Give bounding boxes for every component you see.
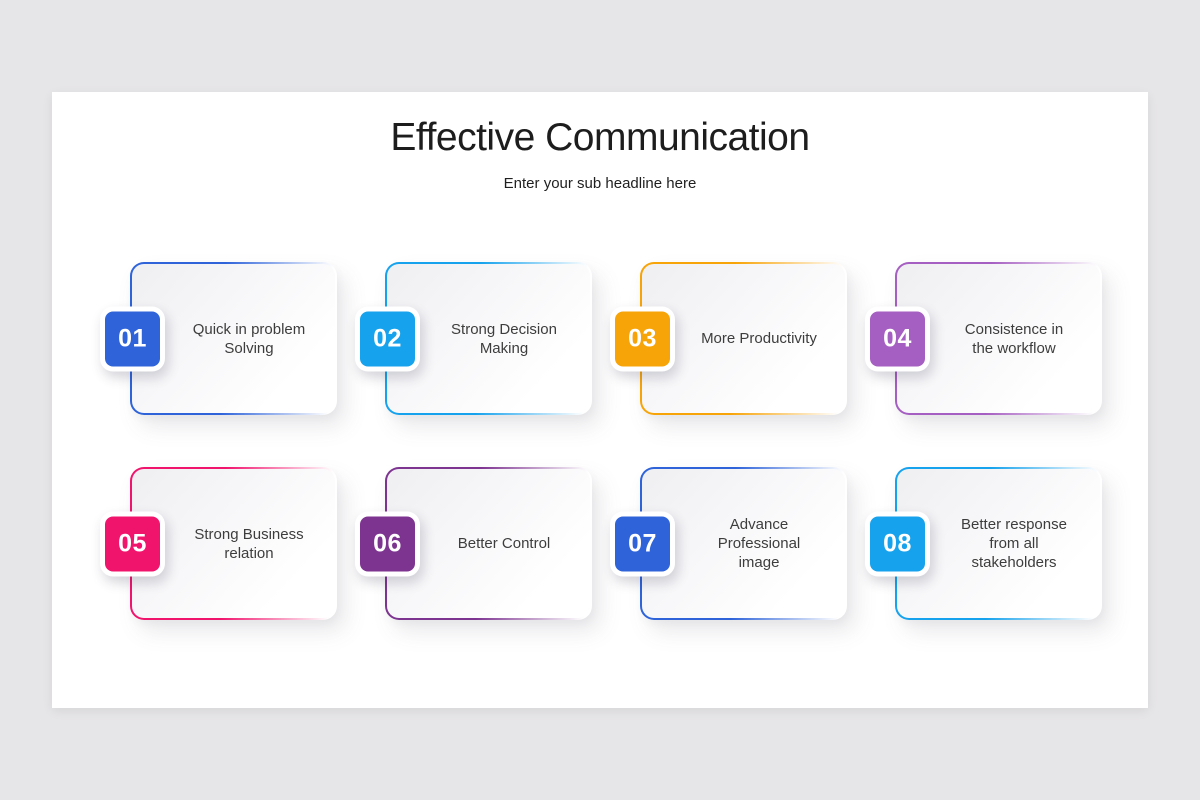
page-title: Effective Communication xyxy=(390,116,810,159)
card-label: Strong Business relation xyxy=(165,467,333,620)
card-label: Quick in problem Solving xyxy=(165,262,333,415)
slide-canvas: Effective Communication Enter your sub h… xyxy=(52,92,1148,708)
card-body xyxy=(897,264,1100,413)
card-label: Better Control xyxy=(420,467,588,620)
card-number-badge: 01 xyxy=(100,306,165,371)
card-number-badge: 08 xyxy=(865,511,930,576)
card-number: 07 xyxy=(615,516,670,571)
card-number: 05 xyxy=(105,516,160,571)
card-label: Consistence in the workflow xyxy=(930,262,1098,415)
card-frame xyxy=(130,262,337,415)
card-number: 04 xyxy=(870,311,925,366)
card-body xyxy=(132,264,335,413)
card-label: More Productivity xyxy=(675,262,843,415)
card-frame xyxy=(895,467,1102,620)
card-label-text: Better response from all stakeholders xyxy=(961,516,1067,571)
benefit-card-05: Strong Business relation 05 xyxy=(100,467,337,620)
card-number-badge: 07 xyxy=(610,511,675,576)
benefit-card-03: More Productivity 03 xyxy=(610,262,847,415)
card-number-badge: 02 xyxy=(355,306,420,371)
card-number-badge: 06 xyxy=(355,511,420,576)
card-body xyxy=(132,469,335,618)
card-body xyxy=(642,469,845,618)
card-label-text: Better Control xyxy=(457,535,551,552)
benefit-card-01: Quick in problem Solving 01 xyxy=(100,262,337,415)
card-label: Strong Decision Making xyxy=(420,262,588,415)
page-subtitle: Enter your sub headline here xyxy=(503,175,697,192)
card-body xyxy=(387,469,590,618)
benefit-card-07: Advance Professional image 07 xyxy=(610,467,847,620)
card-body xyxy=(387,264,590,413)
card-label: Better response from all stakeholders xyxy=(930,467,1098,620)
card-number: 03 xyxy=(615,311,670,366)
card-number: 06 xyxy=(360,516,415,571)
card-label: Advance Professional image xyxy=(675,467,843,620)
benefit-card-06: Better Control 06 xyxy=(355,467,592,620)
card-body xyxy=(642,264,845,413)
card-label-text: Strong Decision Making xyxy=(451,320,557,357)
card-number-badge: 03 xyxy=(610,306,675,371)
card-label-text: Consistence in the workflow xyxy=(964,320,1064,357)
card-label-text: More Productivity xyxy=(701,330,817,347)
benefit-card-02: Strong Decision Making 02 xyxy=(355,262,592,415)
card-number-badge: 04 xyxy=(865,306,930,371)
card-body xyxy=(897,469,1100,618)
card-number: 02 xyxy=(360,311,415,366)
card-number: 08 xyxy=(870,516,925,571)
card-label-text: Advance Professional image xyxy=(717,516,801,571)
card-label-text: Quick in problem Solving xyxy=(192,320,306,357)
card-frame xyxy=(895,262,1102,415)
card-number-badge: 05 xyxy=(100,511,165,576)
card-label-text: Strong Business relation xyxy=(194,525,304,562)
benefit-card-04: Consistence in the workflow 04 xyxy=(865,262,1102,415)
card-number: 01 xyxy=(105,311,160,366)
benefit-card-08: Better response from all stakeholders 08 xyxy=(865,467,1102,620)
